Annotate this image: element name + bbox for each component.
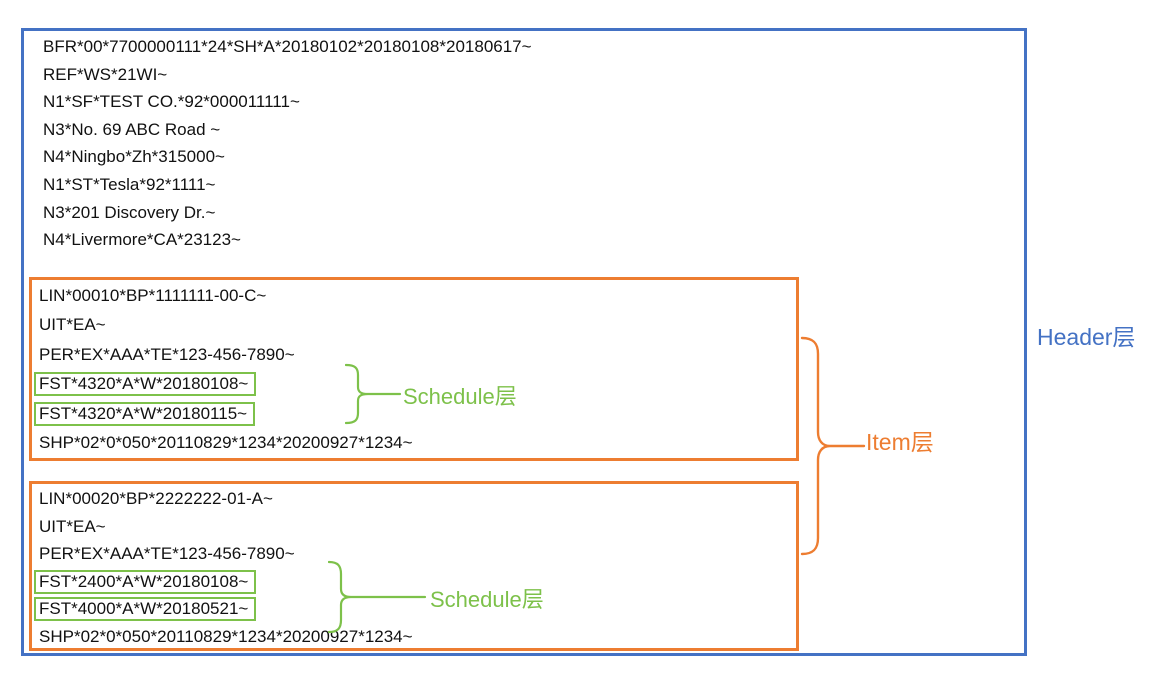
item-2-segments: LIN*00020*BP*2222222-01-A~ UIT*EA~ PER*EX*… (32, 485, 796, 651)
item-2-fst-segment-1-box: FST*2400*A*W*20180108~ (34, 569, 257, 594)
schedule-brace-1 (345, 363, 402, 425)
item-layer-brace (800, 336, 866, 556)
item-1-fst-segment-2: FST*4320*A*W*20180115~ (32, 399, 796, 428)
header-layer-box: BFR*00*7700000111*24*SH*A*20180102*20180… (21, 28, 1027, 656)
item-1-segment-line-2: UIT*EA~ (39, 315, 106, 335)
item-1-segments: LIN*00010*BP*1111111-00-C~ UIT*EA~ PER*EX*… (32, 281, 796, 457)
header-segment-line-5: N4*Ningbo*Zh*315000~ (43, 147, 225, 167)
schedule-layer-label-2: Schedule层 (430, 587, 544, 612)
schedule-brace-2-path (328, 560, 427, 634)
header-segment-line-8: N4*Livermore*CA*23123~ (43, 230, 241, 250)
item-2-segment-line-3: PER*EX*AAA*TE*123-456-7890~ (39, 544, 295, 564)
item-2-fst-segment-2-box: FST*4000*A*W*20180521~ (34, 597, 257, 622)
item-layer-brace-path (800, 336, 866, 556)
header-segment-line-4: N3*No. 69 ABC Road ~ (43, 119, 221, 139)
item-layer-box-2: LIN*00020*BP*2222222-01-A~ UIT*EA~ PER*EX*… (29, 481, 799, 651)
item-1-shp-segment-1: SHP*02*0*050*20110829*1234*20200927*1234… (39, 433, 413, 453)
header-segment-line-6: N1*ST*Tesla*92*1111~ (43, 174, 216, 194)
schedule-layer-label-1: Schedule层 (403, 384, 517, 409)
header-segments: BFR*00*7700000111*24*SH*A*20180102*20180… (36, 33, 532, 254)
item-1-fst-segment-2-box: FST*4320*A*W*20180115~ (34, 401, 256, 426)
header-segment-line-2: REF*WS*21WI~ (43, 64, 168, 84)
schedule-brace-1-path (345, 363, 402, 425)
header-layer-label: Header层 (1037, 324, 1136, 350)
item-1-fst-segment-1-box: FST*4320*A*W*20180108~ (34, 372, 257, 397)
header-segment-line-1: BFR*00*7700000111*24*SH*A*20180102*20180… (43, 37, 532, 56)
header-segment-line-3: N1*SF*TEST CO.*92*000011111~ (43, 92, 300, 112)
header-segment-line-7: N3*201 Discovery Dr.~ (43, 202, 216, 222)
item-1-segment-line-3: PER*EX*AAA*TE*123-456-7890~ (39, 344, 295, 364)
item-2-segment-line-1: LIN*00020*BP*2222222-01-A~ (39, 489, 273, 508)
item-2-shp-segment-1: SHP*02*0*050*20110829*1234*20200927*1234… (39, 626, 413, 646)
item-2-fst-segment-2: FST*4000*A*W*20180521~ (32, 595, 796, 623)
item-1-fst-segment-1: FST*4320*A*W*20180108~ (32, 369, 796, 398)
item-2-segment-line-2: UIT*EA~ (39, 516, 106, 536)
item-2-fst-segment-1: FST*2400*A*W*20180108~ (32, 568, 796, 596)
schedule-brace-2 (328, 560, 427, 634)
item-layer-box-1: LIN*00010*BP*1111111-00-C~ UIT*EA~ PER*EX*… (29, 277, 799, 461)
item-1-segment-line-1: LIN*00010*BP*1111111-00-C~ (39, 286, 267, 305)
item-layer-label: Item层 (866, 429, 934, 455)
